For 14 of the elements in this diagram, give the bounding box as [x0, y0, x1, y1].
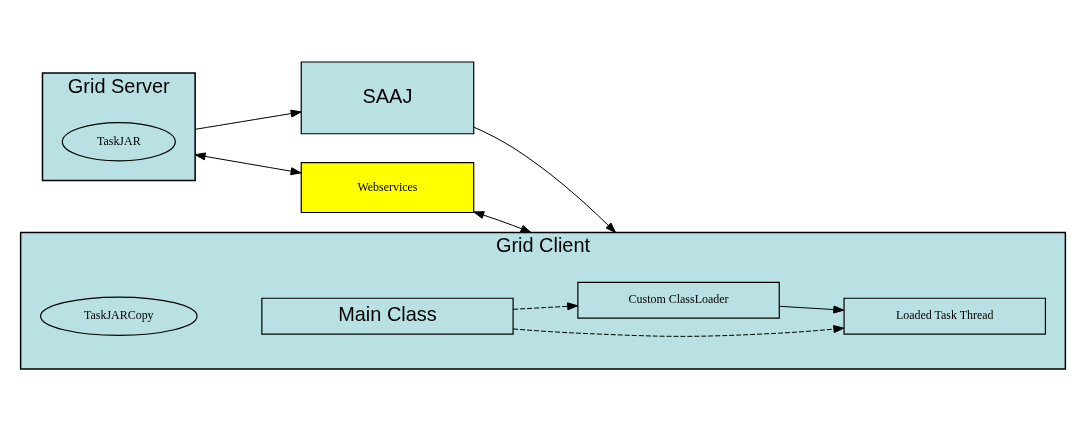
arrow	[512, 301, 579, 310]
arrow	[194, 151, 302, 175]
arrow	[512, 324, 845, 337]
node-box: Webservices	[300, 161, 475, 213]
arrow	[473, 210, 532, 233]
arrow	[778, 305, 845, 314]
node-box: Loaded Task Thread	[843, 297, 1047, 335]
node-box: Custom ClassLoader	[577, 281, 780, 319]
node-box: Main Class	[261, 297, 514, 335]
node-ellipse: TaskJAR	[61, 121, 176, 161]
arrow	[194, 109, 302, 130]
arrow	[473, 126, 617, 233]
node-ellipse: TaskJARCopy	[40, 295, 198, 336]
node-box: SAAJ	[300, 60, 475, 134]
